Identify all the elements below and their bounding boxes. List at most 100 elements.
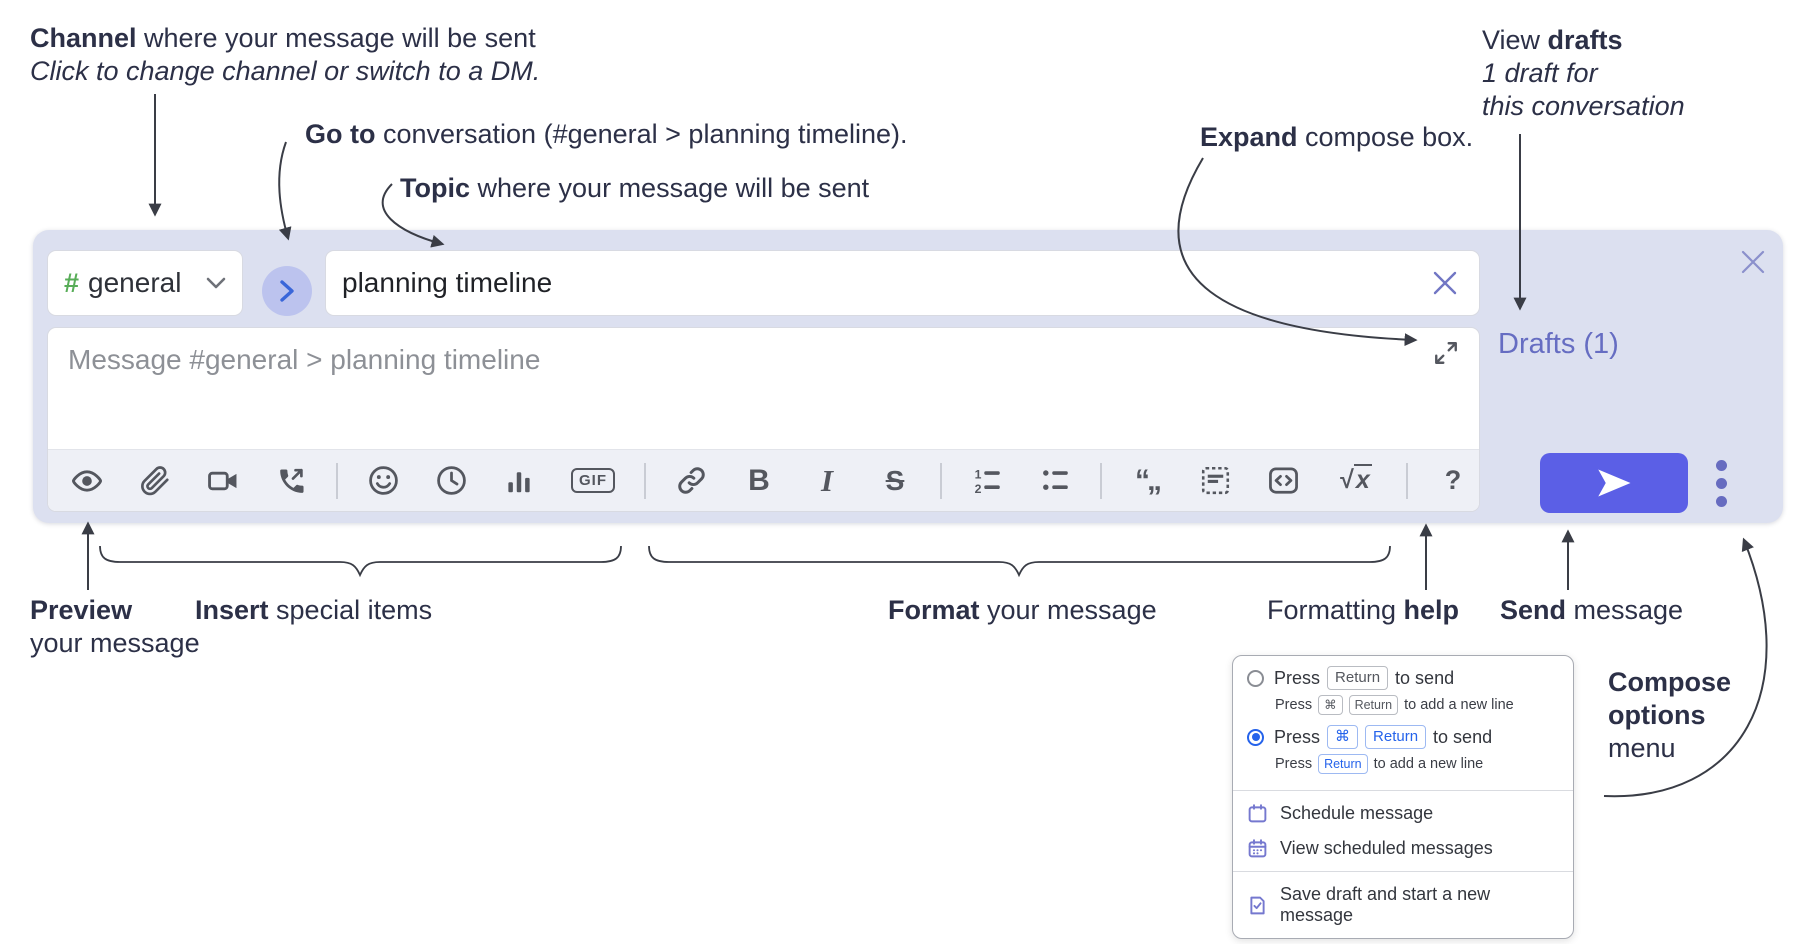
- key-cmd: ⌘: [1327, 725, 1359, 749]
- drafts-link[interactable]: Drafts (1): [1498, 328, 1619, 360]
- poll-button[interactable]: [496, 458, 542, 504]
- calendar-icon: [1248, 804, 1267, 823]
- annotation-formatting-help: Formatting help: [1267, 594, 1459, 627]
- annotation-goto: Go to conversation (#general > planning …: [305, 118, 908, 151]
- brace-insert-group: [99, 545, 622, 578]
- paperclip-icon: [141, 465, 169, 495]
- compose-toolbar: GIF B I S: [48, 449, 1479, 511]
- radio-selected-icon[interactable]: [1247, 728, 1264, 746]
- annotation-compose-options: Compose options menu: [1608, 666, 1731, 765]
- compose-options-button[interactable]: [1716, 460, 1727, 507]
- italic-button[interactable]: I: [804, 458, 850, 504]
- channel-hash-icon: #: [64, 267, 80, 298]
- menu-item-view-scheduled[interactable]: View scheduled messages: [1233, 831, 1573, 866]
- brace-format-group: [648, 545, 1391, 578]
- gif-icon: GIF: [571, 468, 615, 493]
- quote-icon: “„: [1135, 463, 1162, 497]
- spoiler-button[interactable]: [1192, 458, 1238, 504]
- menu-item-label: View scheduled messages: [1280, 838, 1493, 858]
- code-button[interactable]: [1260, 458, 1306, 504]
- voice-call-button[interactable]: [268, 458, 314, 504]
- menu-item-label: Save draft and start a new message: [1280, 884, 1491, 925]
- annotation-goto-rest: conversation (#general > planning timeli…: [375, 119, 908, 149]
- radio-unselected-icon[interactable]: [1247, 669, 1264, 687]
- annotation-channel: Channel where your message will be sent …: [30, 22, 540, 88]
- annotation-drafts-line3: this conversation: [1482, 91, 1685, 121]
- link-button[interactable]: [668, 458, 714, 504]
- key-return: Return: [1318, 754, 1368, 774]
- menu-item-label: Schedule message: [1280, 803, 1434, 823]
- svg-text:2: 2: [974, 482, 981, 496]
- expand-compose-icon[interactable]: [1433, 340, 1459, 366]
- annotation-compose-line1: Compose: [1608, 667, 1732, 697]
- send-options-popup: Press Return to send Press ⌘ Return to a…: [1232, 655, 1574, 939]
- key-return: Return: [1327, 666, 1389, 690]
- clear-topic-button[interactable]: [1428, 266, 1462, 300]
- annotation-preview: Preview your message: [30, 594, 200, 660]
- menu-item-schedule-message[interactable]: Schedule message: [1233, 796, 1573, 831]
- annotation-drafts-line2: 1 draft for: [1482, 58, 1598, 88]
- close-compose-button[interactable]: [1735, 244, 1771, 280]
- global-time-button[interactable]: [428, 458, 474, 504]
- key-return: Return: [1365, 725, 1427, 749]
- bold-button[interactable]: B: [736, 458, 782, 504]
- close-icon: [1433, 271, 1457, 295]
- annotation-channel-bold: Channel: [30, 23, 137, 53]
- attach-file-button[interactable]: [132, 458, 178, 504]
- radio-enter-to-send[interactable]: Press Return to send: [1247, 666, 1559, 690]
- annotation-channel-rest: where your message will be sent: [136, 23, 536, 53]
- numbered-list-icon: 1 2: [974, 468, 1000, 496]
- dot: [1716, 496, 1727, 507]
- save-draft-icon: [1250, 896, 1265, 914]
- annotation-goto-bold: Go to: [305, 119, 376, 149]
- emoji-button[interactable]: [360, 458, 406, 504]
- annotation-format-bold: Format: [888, 595, 980, 625]
- toolbar-separator: [940, 462, 942, 499]
- bar-chart-icon: [508, 471, 530, 492]
- gif-button[interactable]: GIF: [564, 458, 622, 504]
- dot: [1716, 460, 1727, 471]
- key-cmd: ⌘: [1318, 695, 1343, 715]
- annotation-preview-bold: Preview: [30, 595, 133, 625]
- channel-name: general: [88, 267, 182, 298]
- message-input[interactable]: [48, 328, 1479, 449]
- bold-icon: B: [748, 463, 770, 497]
- annotation-send-bold: Send: [1500, 595, 1567, 625]
- annotation-drafts-pre: View: [1482, 25, 1548, 55]
- formatting-help-button[interactable]: ?: [1430, 458, 1476, 504]
- annotation-topic-bold: Topic: [400, 173, 470, 203]
- toolbar-separator: [336, 462, 338, 499]
- send-plane-icon: [1598, 469, 1631, 497]
- svg-text:1: 1: [974, 468, 981, 482]
- bulleted-list-button[interactable]: [1032, 458, 1078, 504]
- video-call-button[interactable]: [200, 458, 246, 504]
- annotation-expand-rest: compose box.: [1297, 122, 1474, 152]
- toolbar-separator: [1100, 462, 1102, 499]
- radio2-pre: Press: [1274, 726, 1321, 747]
- chevron-down-icon: [206, 277, 226, 289]
- strikethrough-button[interactable]: S: [872, 458, 918, 504]
- message-box: GIF B I S: [47, 327, 1480, 512]
- go-to-conversation-button[interactable]: [262, 266, 312, 316]
- annotation-compose-line2: options: [1608, 700, 1706, 730]
- numbered-list-button[interactable]: 1 2: [964, 458, 1010, 504]
- annotation-fmthelp-bold: help: [1403, 595, 1460, 625]
- video-camera-icon: [208, 471, 237, 490]
- radio-cmd-enter-to-send[interactable]: Press ⌘ Return to send: [1247, 725, 1559, 749]
- compose-box: # general Drafts (1): [33, 230, 1783, 523]
- topic-input[interactable]: [325, 250, 1480, 316]
- key-return: Return: [1348, 695, 1399, 715]
- send-button[interactable]: [1540, 453, 1688, 513]
- radio2-post: to send: [1433, 726, 1493, 747]
- math-button[interactable]: √x: [1328, 458, 1384, 504]
- annotation-topic-rest: where your message will be sent: [470, 173, 870, 203]
- quote-button[interactable]: “„: [1124, 458, 1170, 504]
- question-mark-icon: ?: [1444, 465, 1462, 495]
- menu-separator: [1233, 790, 1573, 791]
- bulleted-list-icon: [1042, 470, 1068, 490]
- menu-item-save-draft[interactable]: Save draft and start a new message: [1233, 877, 1573, 933]
- channel-selector[interactable]: # general: [47, 250, 243, 316]
- annotation-fmthelp-pre: Formatting: [1267, 595, 1404, 625]
- radio1-sub-pre: Press: [1275, 697, 1313, 713]
- preview-button[interactable]: [64, 458, 110, 504]
